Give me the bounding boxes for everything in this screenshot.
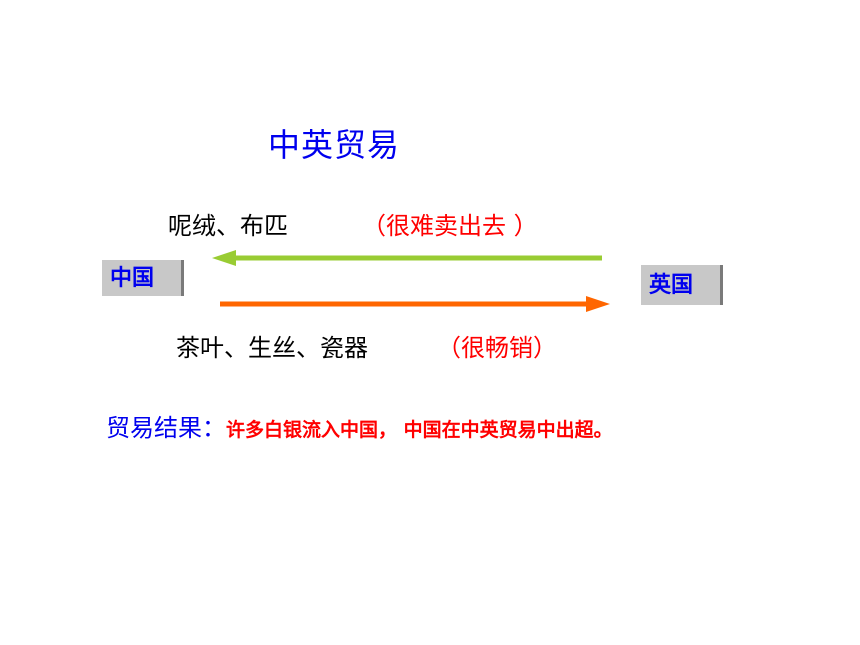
arrow-china-to-uk — [220, 296, 610, 312]
uk-exports-note: （很难卖出去 ） — [362, 212, 538, 240]
uk-exports-goods: 呢绒、布匹 — [168, 212, 288, 240]
trade-result-label: 贸易结果： — [106, 414, 226, 442]
trade-result: 贸易结果：许多白银流入中国， 中国在中英贸易中出超。 — [106, 408, 613, 443]
trade-result-text: 许多白银流入中国， 中国在中英贸易中出超。 — [226, 419, 613, 441]
china-exports-note: （很畅销） — [437, 334, 557, 362]
arrow-uk-to-china — [212, 250, 602, 266]
diagram-title: 中英贸易 — [268, 126, 401, 164]
china-box: 中国 — [102, 260, 184, 296]
uk-box: 英国 — [641, 265, 723, 305]
china-exports-goods: 茶叶、生丝、瓷器 — [176, 334, 368, 362]
